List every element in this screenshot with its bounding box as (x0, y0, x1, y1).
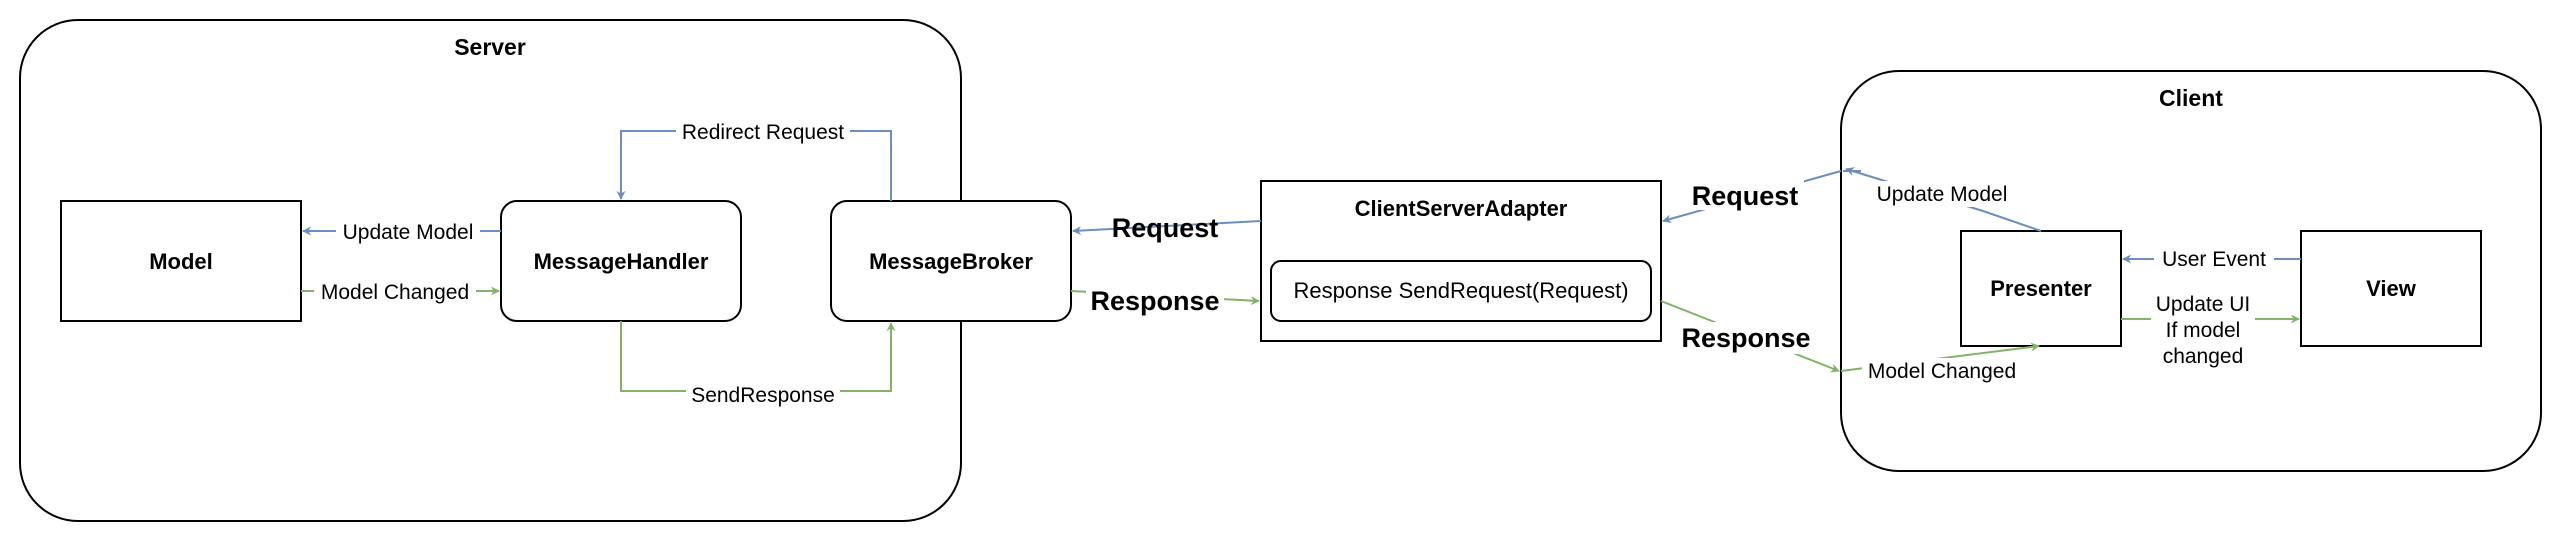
redirect-request-arrow: Redirect Request (616, 118, 892, 201)
model-changed-label-server: Model Changed (321, 281, 469, 304)
presenter-label: Presenter (1990, 276, 2092, 301)
update-model-arrow-server: Update Model (302, 218, 501, 244)
server-title: Server (454, 34, 526, 60)
message-broker-label: MessageBroker (869, 249, 1033, 274)
update-ui-arrow: Update UI If model changed (2121, 290, 2300, 368)
client-server-adapter-box: ClientServerAdapter Response SendRequest… (1260, 180, 1662, 342)
message-handler-box: MessageHandler (500, 200, 742, 322)
model-changed-arrow-server: Model Changed (301, 278, 500, 304)
view-label: View (2366, 276, 2417, 301)
view-box: View (2300, 230, 2482, 347)
response-arrow-to-adapter: Response (1070, 284, 1260, 316)
send-response-label: SendResponse (691, 384, 835, 407)
model-box: Model (60, 200, 302, 322)
model-label: Model (149, 249, 213, 274)
message-handler-label: MessageHandler (534, 249, 709, 274)
update-ui-label-line3: changed (2163, 345, 2244, 368)
response-label-right: Response (1681, 323, 1810, 353)
request-arrow-to-broker: Request (1072, 213, 1262, 243)
request-label-left: Request (1112, 213, 1219, 243)
send-request-method-box (1270, 260, 1652, 322)
update-model-label-client: Update Model (1877, 183, 2008, 206)
request-label-right: Request (1692, 181, 1799, 211)
update-model-label-server: Update Model (343, 221, 474, 244)
update-ui-label-line1: Update UI (2156, 293, 2251, 316)
send-response-arrow: SendResponse (620, 321, 896, 408)
send-request-method-label: Response SendRequest(Request) (1293, 278, 1628, 303)
client-server-adapter-title: ClientServerAdapter (1355, 196, 1568, 221)
response-arrow-to-client: Response (1660, 300, 1840, 373)
update-ui-label-line2: If model (2166, 319, 2241, 342)
user-event-arrow: User Event (2122, 246, 2301, 272)
request-arrow-to-adapter: Request (1662, 170, 1842, 224)
redirect-request-label: Redirect Request (682, 121, 844, 144)
client-title: Client (2159, 85, 2223, 111)
message-broker-box: MessageBroker (830, 200, 1072, 322)
model-changed-arrow-client: Model Changed (1840, 342, 2040, 384)
response-label-left: Response (1090, 286, 1219, 316)
presenter-box: Presenter (1960, 230, 2122, 347)
user-event-label: User Event (2162, 248, 2266, 271)
update-model-arrow-client: Update Model (1843, 167, 2042, 232)
model-changed-label-client: Model Changed (1868, 360, 2016, 383)
